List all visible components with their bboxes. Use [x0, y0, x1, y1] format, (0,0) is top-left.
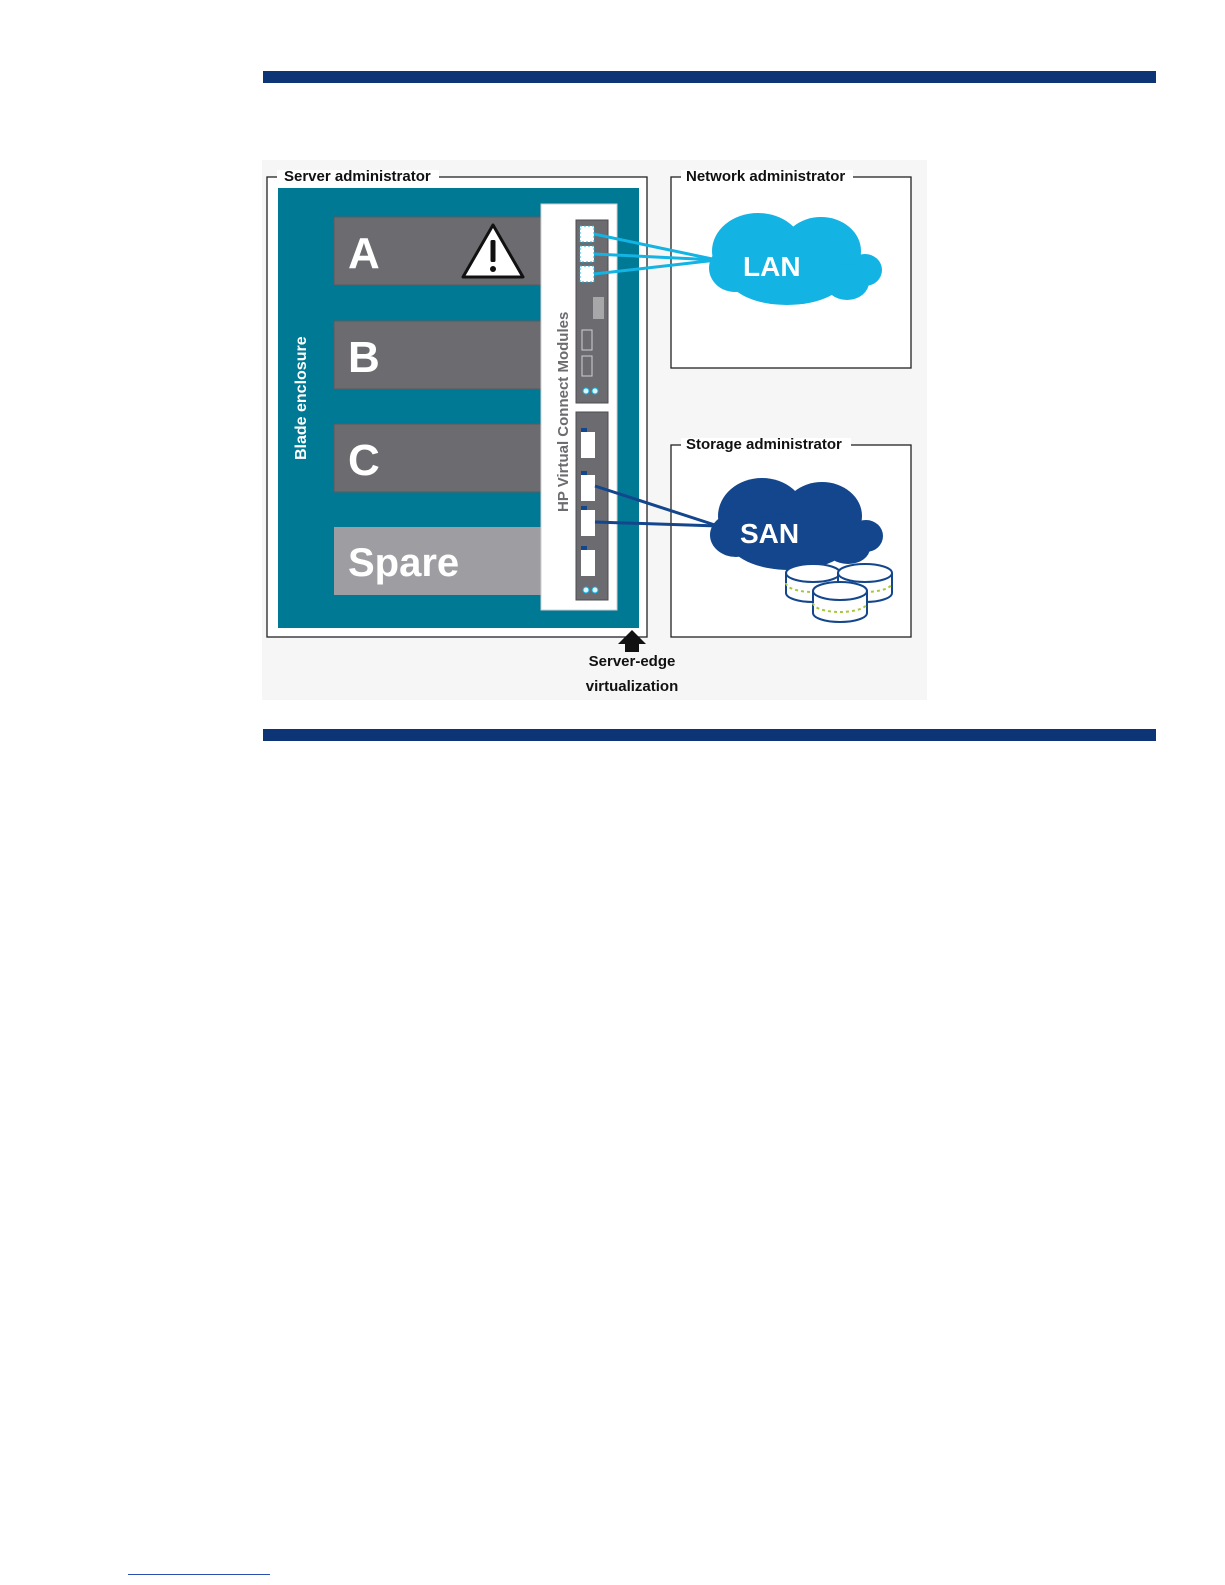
bottom-rule [263, 729, 1156, 741]
blade-c-label: C [348, 436, 380, 485]
blade-c: C [334, 424, 542, 492]
blade-a-label: A [348, 229, 380, 278]
san-label: SAN [740, 518, 799, 549]
network-admin-label: Network administrator [686, 168, 845, 185]
blade-b: B [334, 321, 542, 389]
server-edge-line1: Server-edge [589, 653, 676, 670]
blade-b-label: B [348, 333, 380, 382]
blade-a: A [334, 217, 542, 285]
top-rule [263, 71, 1156, 83]
ethernet-module [576, 220, 608, 403]
vc-modules-panel: HP Virtual Connect Modules [541, 204, 617, 610]
lan-label: LAN [743, 251, 801, 282]
server-edge-line2: virtualization [586, 678, 679, 695]
server-admin-label: Server administrator [284, 168, 431, 185]
blade-spare: Spare [334, 527, 542, 595]
blade-enclosure-label: Blade enclosure [293, 336, 310, 460]
virtual-connect-diagram: Server administrator Blade enclosure A B… [262, 160, 927, 700]
fc-module [576, 412, 608, 600]
storage-admin-label: Storage administrator [686, 436, 842, 453]
footer-link-underline [128, 1574, 270, 1575]
blade-spare-label: Spare [348, 541, 459, 585]
vc-modules-label: HP Virtual Connect Modules [555, 312, 572, 512]
